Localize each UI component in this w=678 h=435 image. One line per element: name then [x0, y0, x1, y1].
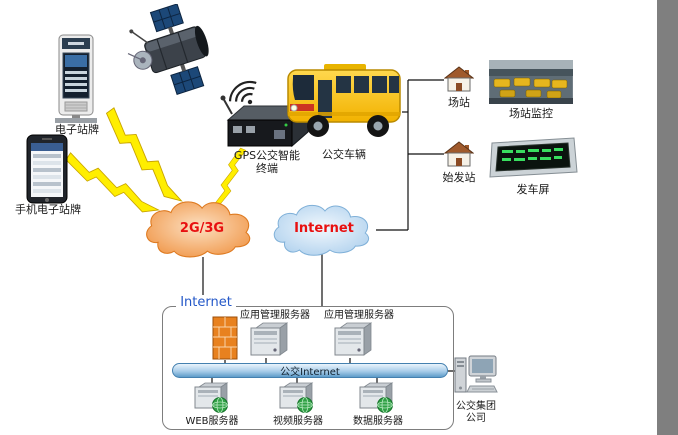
origin-station-house-icon [443, 141, 475, 168]
web-server-icon [194, 382, 230, 414]
bus-label: 公交车辆 [322, 148, 366, 161]
lightning-bolt-icon [65, 152, 161, 213]
app-server-1-icon [250, 322, 289, 358]
data-server-label: 数据服务器 [353, 416, 403, 427]
internet-cloud-icon [270, 200, 378, 258]
station-house-icon [443, 66, 475, 93]
data-server-icon [359, 382, 395, 414]
firewall-icon [212, 316, 238, 360]
gps-terminal-label-line1: GPS公交智能 [233, 149, 301, 162]
mobile-stop-sign-label: 手机电子站牌 [15, 203, 81, 216]
video-server-label: 视频服务器 [273, 416, 323, 427]
app-server-2-icon [334, 322, 373, 358]
app-server-2-label: 应用管理服务器 [324, 310, 394, 321]
group-company-workstation-icon [454, 346, 498, 400]
page-edge-strip [657, 0, 678, 435]
electronic-stop-sign-icon [50, 34, 102, 124]
cellular-cloud-label: 2G/3G [179, 221, 225, 236]
departure-screen-image [489, 136, 579, 180]
internet-cloud-label: Internet [294, 221, 354, 236]
mobile-stop-sign-icon [24, 134, 70, 204]
group-company-label-line2: 公司 [466, 413, 486, 424]
station-label: 场站 [448, 96, 470, 109]
gps-terminal-label-line2: 终端 [256, 162, 278, 175]
app-server-1-label: 应用管理服务器 [240, 310, 310, 321]
group-company-label-line1: 公交集团 [456, 401, 496, 412]
station-monitoring-image [488, 59, 574, 105]
datacenter-box [162, 306, 454, 430]
datacenter-internet-label: Internet [176, 295, 236, 310]
gps-terminal-label: GPS公交智能 终端 [224, 149, 310, 175]
lightning-bolt-icon [105, 107, 183, 202]
station-monitoring-label: 场站监控 [509, 107, 553, 120]
wifi-signal-icon [228, 80, 257, 105]
electronic-stop-sign-label: 电子站牌 [55, 123, 99, 136]
satellite-icon [122, 3, 234, 100]
video-server-icon [279, 382, 315, 414]
group-company-label: 公交集团 公司 [446, 401, 506, 425]
backbone-label: 公交Internet [280, 367, 340, 378]
web-server-label: WEB服务器 [185, 416, 239, 427]
cellular-cloud-icon [142, 196, 260, 260]
origin-station-label: 始发站 [442, 171, 476, 184]
bus-icon [286, 62, 402, 144]
departure-screen-label: 发车屏 [516, 183, 550, 196]
backbone-bus: 公交Internet [172, 363, 448, 378]
